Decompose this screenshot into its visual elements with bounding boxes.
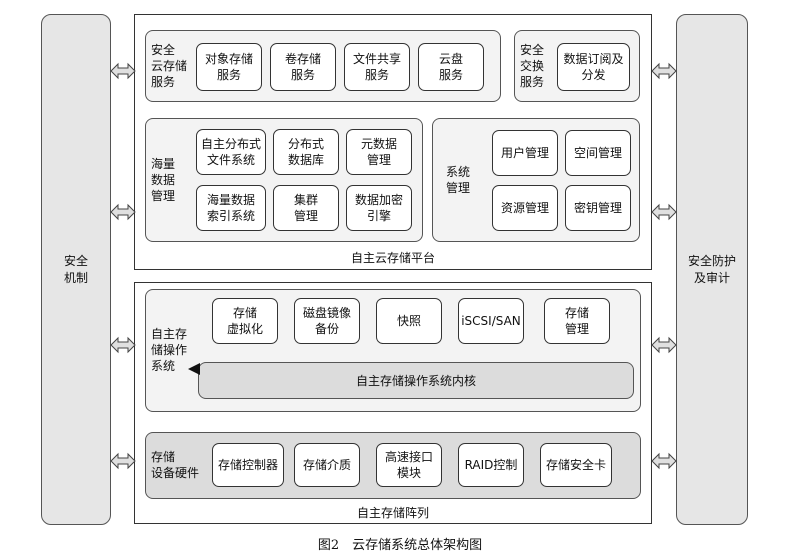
double-arrow-icon <box>651 452 677 470</box>
cloud-disk-service-box: 云盘 服务 <box>418 43 484 91</box>
massive-data-label: 海量 数据 管理 <box>151 157 176 203</box>
user-mgmt-box: 用户管理 <box>492 130 558 176</box>
security-audit-pillar: 安全防护 及审计 <box>676 14 748 525</box>
storage-hardware-label: 存储 设备硬件 <box>151 450 200 480</box>
double-arrow-icon <box>651 336 677 354</box>
storage-controller-box: 存储控制器 <box>212 443 284 487</box>
double-arrow-icon <box>110 62 136 80</box>
raid-control-box: RAID控制 <box>458 443 524 487</box>
double-arrow-icon <box>651 62 677 80</box>
encryption-engine-box: 数据加密 引擎 <box>346 185 412 231</box>
metadata-mgmt-box: 元数据 管理 <box>346 129 412 175</box>
high-speed-interface-box: 高速接口 模块 <box>376 443 442 487</box>
os-kernel-bar: 自主存储操作系统内核 <box>198 362 634 399</box>
storage-mgmt-box: 存储 管理 <box>544 298 610 344</box>
index-system-box: 海量数据 索引系统 <box>196 185 266 231</box>
key-mgmt-box: 密钥管理 <box>565 185 631 231</box>
double-arrow-icon <box>651 203 677 221</box>
kernel-pointer-icon <box>188 363 200 375</box>
distributed-db-box: 分布式 数据库 <box>273 129 339 175</box>
cloud-platform-caption: 自主云存储平台 <box>350 250 435 265</box>
object-storage-service-box: 对象存储 服务 <box>196 43 262 91</box>
double-arrow-icon <box>110 203 136 221</box>
resource-mgmt-box: 资源管理 <box>492 185 558 231</box>
system-mgmt-label: 系统 管理 <box>446 165 471 195</box>
storage-media-box: 存储介质 <box>294 443 360 487</box>
distributed-fs-box: 自主分布式 文件系统 <box>196 129 266 175</box>
storage-security-card-box: 存储安全卡 <box>540 443 612 487</box>
storage-os-label: 自主存 储操作 系统 <box>151 327 188 373</box>
data-subscription-box: 数据订阅及 分发 <box>557 43 630 91</box>
security-mechanism-pillar: 安全 机制 <box>41 14 111 525</box>
double-arrow-icon <box>110 452 136 470</box>
secure-cloud-services-label: 安全 云存储 服务 <box>151 43 188 89</box>
snapshot-box: 快照 <box>376 298 442 344</box>
iscsi-san-box: iSCSI/SAN <box>458 298 524 344</box>
disk-mirror-backup-box: 磁盘镜像 备份 <box>294 298 360 344</box>
storage-virtualization-box: 存储 虚拟化 <box>212 298 278 344</box>
figure-caption: 图2 云存储系统总体架构图 <box>317 537 483 553</box>
file-sharing-service-box: 文件共享 服务 <box>344 43 410 91</box>
secure-exchange-label: 安全 交换 服务 <box>520 43 545 89</box>
storage-array-caption: 自主存储阵列 <box>356 505 429 520</box>
volume-storage-service-box: 卷存储 服务 <box>270 43 336 91</box>
space-mgmt-box: 空间管理 <box>565 130 631 176</box>
double-arrow-icon <box>110 336 136 354</box>
cluster-mgmt-box: 集群 管理 <box>273 185 339 231</box>
